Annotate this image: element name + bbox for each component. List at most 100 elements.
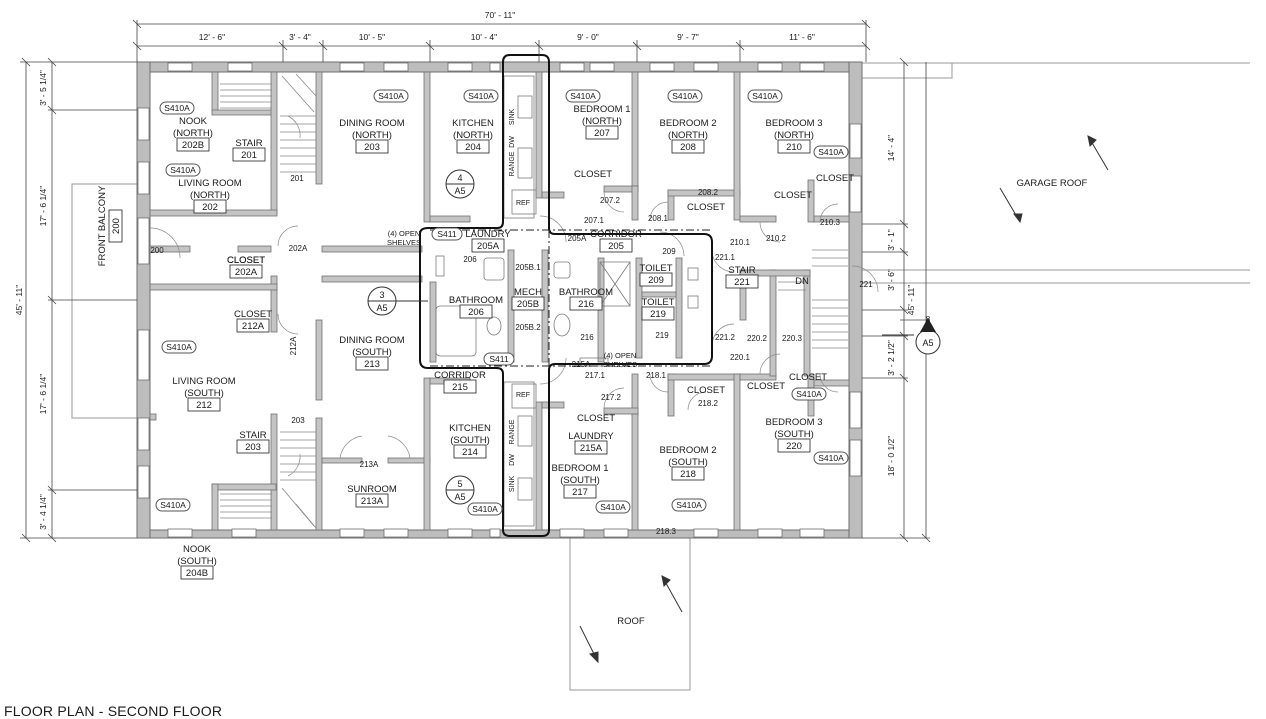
closet-label: CLOSET xyxy=(687,385,725,396)
dim-right-2: 3' - 1" xyxy=(886,229,896,251)
tag-s410a: S410A xyxy=(373,89,409,103)
tag-s410a: S410A xyxy=(155,498,191,512)
room-number-box xyxy=(777,139,811,154)
room-number-box xyxy=(639,272,673,287)
room-number-box xyxy=(777,438,811,453)
door-number: 205A xyxy=(568,234,587,243)
room-number-box xyxy=(725,274,759,289)
door-number: 212A xyxy=(289,336,298,355)
room-name: LIVING ROOM xyxy=(172,376,235,387)
dim-right-4: 3' - 2 1/2" xyxy=(886,340,896,376)
tag-s410a: S410A xyxy=(165,163,201,177)
svg-text:S410A: S410A xyxy=(166,342,192,352)
stair-down-label: DN xyxy=(795,276,809,287)
range-label: RANGE xyxy=(509,151,516,176)
room-name: STAIR xyxy=(239,430,266,441)
room-name: DINING ROOM xyxy=(339,335,405,346)
closet-label: CLOSET xyxy=(687,202,725,213)
room-name: BEDROOM 3 xyxy=(765,417,822,428)
dim-top-2: 3' - 4" xyxy=(289,32,311,42)
room-number: 221 xyxy=(734,277,750,288)
door-number: 205B.2 xyxy=(515,323,541,332)
section-marker-5: 5A5 xyxy=(445,475,475,505)
room-name: (NORTH) xyxy=(774,130,814,141)
appliance-labels: SINK DW RANGE REF SINK DW RANGE REF xyxy=(509,109,530,493)
fridge-label: REF xyxy=(516,200,530,207)
svg-text:8: 8 xyxy=(926,315,931,324)
svg-text:S410A: S410A xyxy=(752,91,778,101)
room-number-box xyxy=(187,397,221,412)
door-number: 203 xyxy=(291,416,305,425)
dim-overall-width: 70' - 11" xyxy=(485,10,515,20)
room-name: CLOSET xyxy=(234,309,272,320)
svg-text:A5: A5 xyxy=(454,186,465,196)
room-number-box xyxy=(180,565,214,580)
kitchen-south-counter xyxy=(503,381,535,527)
room-name: CORRIDOR xyxy=(590,229,642,240)
dim-right-overall: 45' - 11" xyxy=(906,285,916,315)
stair-221-treads xyxy=(778,249,848,349)
sink-label: SINK xyxy=(509,109,516,126)
room-number-box xyxy=(671,139,705,154)
svg-text:S410A: S410A xyxy=(818,453,844,463)
svg-text:S410A: S410A xyxy=(170,165,196,175)
room-number-box xyxy=(232,147,266,162)
svg-text:S410A: S410A xyxy=(472,504,498,514)
room-name: (NORTH) xyxy=(352,130,392,141)
room-number-box xyxy=(236,318,270,333)
dim-right-5: 18' - 0 1/2" xyxy=(886,436,896,477)
room-number-box xyxy=(355,139,389,154)
room-number: 215A xyxy=(580,443,603,454)
room-name: (SOUTH) xyxy=(177,556,217,567)
room-number-box xyxy=(355,356,389,371)
room-name: (SOUTH) xyxy=(450,435,490,446)
door-number: 209 xyxy=(662,247,676,256)
room-number-box xyxy=(459,304,493,319)
room-number: 200 xyxy=(111,218,122,234)
tag-s410a: S410A xyxy=(161,340,197,354)
room-202: LIVING ROOM(NORTH)202 xyxy=(178,178,242,214)
room-name: TOILET xyxy=(639,263,672,274)
door-number: 218.1 xyxy=(646,371,667,380)
room-212: LIVING ROOM(SOUTH)212 xyxy=(172,376,236,412)
dash-dot-lines xyxy=(430,229,712,367)
door-number: 219 xyxy=(655,331,669,340)
room-number: 204B xyxy=(186,568,208,579)
tag-s410a: S410A xyxy=(565,89,601,103)
room-number: 207 xyxy=(594,128,610,139)
svg-text:S410A: S410A xyxy=(164,103,190,113)
tag-s410a: S410A xyxy=(813,451,849,465)
room-number: 205A xyxy=(477,241,500,252)
windows xyxy=(137,62,862,538)
section-marker-4: 4A5 xyxy=(445,169,475,199)
svg-text:4: 4 xyxy=(457,173,462,183)
closet-label: CLOSET xyxy=(816,173,854,184)
room-number: 203 xyxy=(364,142,380,153)
door-number: 216 xyxy=(580,333,594,342)
door-swings xyxy=(149,115,879,477)
room-name: CORRIDOR xyxy=(434,370,486,381)
sink-label: SINK xyxy=(509,476,516,493)
room-name: BEDROOM 1 xyxy=(551,463,608,474)
garage-roof-outline xyxy=(850,62,1250,284)
closet-label: CLOSET xyxy=(227,255,265,266)
svg-text:S411: S411 xyxy=(489,354,508,364)
tag-s411: S411 xyxy=(483,352,515,366)
open-shelves-label: SHELVES xyxy=(603,360,637,369)
room-name: (SOUTH) xyxy=(352,347,392,358)
room-number: 216 xyxy=(578,299,594,310)
dim-right-3: 3' - 6" xyxy=(886,269,896,291)
room-number-box xyxy=(236,439,270,454)
closet-label: CLOSET xyxy=(774,190,812,201)
door-number: 221.2 xyxy=(715,333,736,342)
room-number-box xyxy=(599,238,633,253)
room-number-box xyxy=(574,440,608,455)
room-name: MECH xyxy=(514,287,542,298)
roof-arrows xyxy=(579,135,1109,664)
